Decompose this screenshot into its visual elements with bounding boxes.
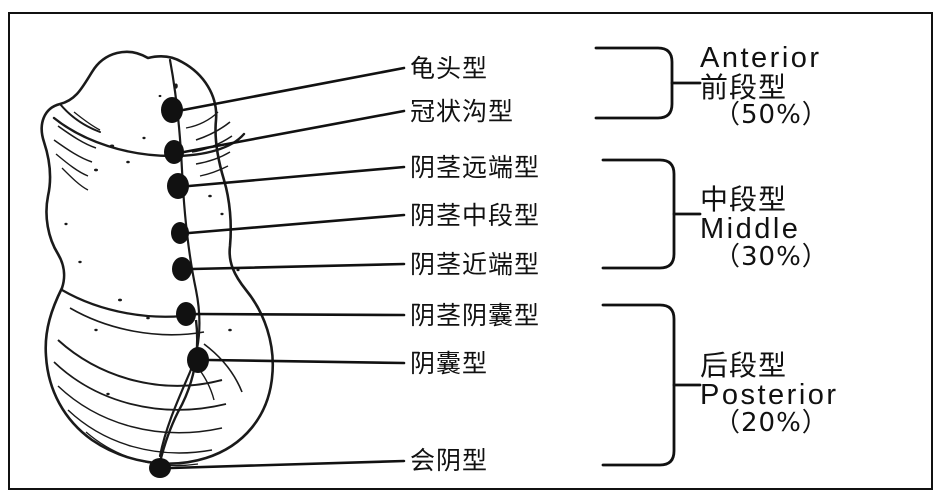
leader-lines — [169, 66, 406, 470]
group-posterior-percent: （20%） — [714, 408, 829, 439]
group-posterior-chinese: 后段型 — [700, 349, 788, 382]
marker-dot-distal-penile — [167, 173, 189, 199]
group-anterior-percent: （50%） — [714, 100, 829, 131]
label-scrotal: 阴囊型 — [410, 349, 489, 378]
label-glanular: 龟头型 — [410, 54, 489, 83]
leader-line-proximal-penile — [190, 262, 406, 271]
group-posterior-english: Posterior — [700, 378, 839, 411]
label-coronal: 冠状沟型 — [410, 97, 515, 126]
meatal-position-markers — [149, 97, 209, 478]
anatomy-illustration — [40, 50, 275, 467]
label-perineal: 会阴型 — [410, 446, 489, 475]
leader-line-coronal — [182, 109, 406, 154]
leader-line-penoscrotal — [194, 312, 406, 317]
leader-line-distal-penile — [187, 165, 406, 188]
bracket-middle — [601, 158, 676, 270]
group-middle-chinese: 中段型 — [700, 183, 788, 216]
leader-line-perineal — [169, 459, 406, 470]
leader-line-glanular — [181, 66, 406, 112]
marker-dot-mid-penile — [171, 222, 189, 244]
label-proximal-penile: 阴茎近端型 — [410, 250, 541, 279]
leader-line-mid-penile — [187, 213, 406, 235]
marker-dot-penoscrotal — [176, 302, 196, 326]
marker-dot-glanular — [161, 97, 183, 123]
bracket-anterior — [594, 46, 674, 120]
label-distal-penile: 阴茎远端型 — [410, 153, 541, 182]
leader-line-scrotal — [207, 358, 406, 365]
marker-dot-proximal-penile — [172, 257, 192, 281]
group-middle-percent: （30%） — [714, 242, 829, 273]
bracket-posterior — [601, 303, 676, 467]
group-brackets — [594, 46, 702, 467]
marker-dot-scrotal — [187, 347, 209, 373]
group-anterior-chinese: 前段型 — [700, 70, 788, 104]
label-mid-penile: 阴茎中段型 — [410, 201, 541, 230]
marker-dot-perineal — [149, 458, 171, 478]
label-penoscrotal: 阴茎阴囊型 — [410, 301, 541, 330]
marker-dot-coronal — [164, 140, 184, 164]
group-middle-english: Middle — [700, 212, 801, 245]
group-anterior-english: Anterior — [700, 42, 822, 74]
